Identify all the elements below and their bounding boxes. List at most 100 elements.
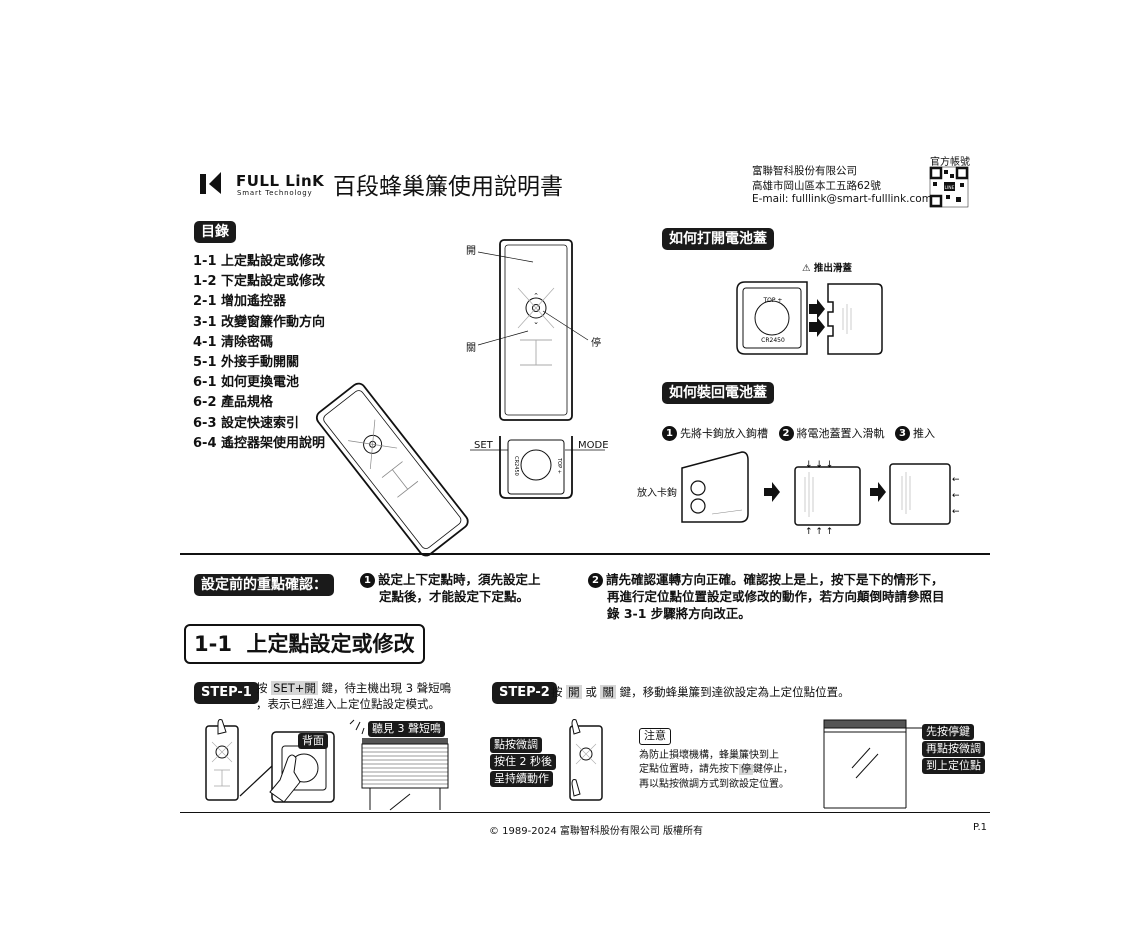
- battery-close-illustration: ↓ ↓ ↓ ↑ ↑ ↑ ← ← ←: [681, 451, 960, 537]
- mode-callout: MODE: [578, 440, 609, 451]
- stop-callout: 停: [591, 338, 601, 349]
- toc-item[interactable]: 6-3 設定快速索引: [193, 415, 300, 431]
- company-email: E-mail: fulllink@smart-fulllink.com: [752, 193, 932, 205]
- open-key: 開: [566, 685, 582, 699]
- step-2-t3: 鍵，移動蜂巢簾到達欲設定為上定位點位置。: [619, 685, 850, 699]
- press-stop-chip: 先按停鍵: [922, 724, 974, 740]
- beep-label: 聽見 3 聲短鳴: [368, 721, 445, 737]
- qr-code-icon: LINE: [929, 166, 969, 208]
- remote-angled-illustration: [315, 382, 469, 557]
- reach-top-chip: 到上定位點: [922, 758, 985, 774]
- set-mode-lines: [470, 449, 605, 451]
- step-number: 1: [662, 426, 677, 441]
- note-2-line-1: 請先確認運轉方向正確。確認按上是上，按下是下的情形下，: [606, 572, 944, 587]
- section-divider: [180, 553, 990, 555]
- caution-line-2b: 鍵停止，: [753, 764, 793, 775]
- brand-name: FULL LinK: [236, 172, 325, 190]
- remote-back-press-illustration: [239, 731, 335, 803]
- caution-line-1: 為防止損壞機構，蜂巢簾快到上: [639, 749, 779, 761]
- slide-warning: ⚠ 推出滑蓋: [802, 260, 852, 274]
- battery-step-3: 推入: [913, 427, 935, 440]
- window-blind-illustration: [823, 719, 922, 809]
- caution-box: 注意 為防止損壞機構，蜂巢簾快到上 定點位置時，請先按下停鍵停止， 再以點按微調…: [639, 728, 819, 792]
- open-battery-label: CR2450: [761, 337, 785, 344]
- footer-divider: [180, 812, 990, 813]
- remote-press-illustration: [205, 719, 239, 801]
- svg-text:↑ ↑ ↑: ↑ ↑ ↑: [805, 527, 833, 537]
- caution-line-3: 再以點按微調方式到欲設定位置。: [639, 778, 789, 790]
- battery-open-heading: 如何打開電池蓋: [662, 228, 774, 250]
- step-2-text: 按 開 或 關 鍵，移動蜂巢簾到達欲設定為上定位點位置。: [551, 684, 850, 700]
- battery-close-heading: 如何裝回電池蓋: [662, 382, 774, 404]
- step-2-badge: STEP-2: [492, 682, 557, 704]
- back-label: 背面: [298, 733, 328, 749]
- page-title: 百段蜂巢簾使用說明書: [333, 174, 563, 200]
- battery-step-2: 將電池蓋置入滑軌: [796, 427, 885, 440]
- svg-text:⌄: ⌄: [533, 318, 539, 326]
- toc-list: 1-1 上定點設定或修改 1-2 下定點設定或修改 2-1 增加遙控器 3-1 …: [193, 252, 325, 454]
- logo-mark-icon: [200, 172, 221, 194]
- set-callout: SET: [474, 440, 493, 451]
- company-address: 高雄市岡山區本工五路62號: [752, 180, 881, 192]
- hold-2s-chip: 按住 2 秒後: [490, 754, 556, 770]
- set-open-key: SET+開: [271, 681, 318, 695]
- toc-heading: 目錄: [194, 221, 236, 243]
- toc-item[interactable]: 4-1 清除密碼: [193, 334, 274, 350]
- battery-open-illustration: TOP + CR2450: [736, 281, 883, 355]
- svg-text:←: ←: [952, 507, 960, 517]
- warning-icon: ⚠: [802, 263, 811, 274]
- note-1-line-2: 定點後，才能設定下定點。: [379, 589, 530, 604]
- toc-item[interactable]: 6-2 產品規格: [193, 395, 274, 411]
- remote-front-illustration: ⌃ ⌄: [499, 239, 573, 421]
- company-name: 富聯智科股份有限公司: [752, 165, 857, 177]
- toc-item[interactable]: 3-1 改變窗簾作動方向: [193, 314, 326, 330]
- toc-item[interactable]: 6-1 如何更換電池: [193, 375, 300, 391]
- close-callout: 關: [466, 343, 476, 354]
- section-title: 1-1 上定點設定或修改: [184, 624, 425, 664]
- note-2-line-2: 再進行定位點位置設定或修改的動作，若方向顛倒時請參照目: [607, 589, 945, 604]
- svg-text:↓ ↓ ↓: ↓ ↓ ↓: [805, 460, 833, 470]
- toc-item[interactable]: 5-1 外接手動開關: [193, 354, 300, 370]
- callout-lines: [477, 251, 589, 346]
- open-callout: 開: [466, 246, 476, 257]
- continuous-chip: 呈持續動作: [490, 771, 553, 787]
- note-number: 2: [588, 573, 603, 588]
- caution-line-2: 定點位置時，請先按下停鍵停止，: [639, 763, 819, 778]
- brand-subtitle: Smart Technology: [237, 189, 313, 197]
- note-2-line-3: 錄 3-1 步驟將方向改正。: [607, 606, 751, 621]
- note-number: 1: [360, 573, 375, 588]
- svg-text:←: ←: [952, 491, 960, 501]
- back-top-label: TOP +: [556, 457, 562, 474]
- remote-step2-illustration: [569, 719, 603, 801]
- qr-line-label: LINE: [944, 185, 954, 191]
- blind-illustration: [349, 719, 449, 811]
- toc-item[interactable]: 1-2 下定點設定或修改: [193, 274, 326, 290]
- official-account-label: 官方帳號: [930, 157, 970, 168]
- pre-setup-label: 設定前的重點確認：: [194, 574, 334, 596]
- step-2-t2: 或: [585, 685, 597, 699]
- close-key: 關: [600, 685, 616, 699]
- step-1-badge: STEP-1: [194, 682, 259, 704]
- caution-title: 注意: [639, 728, 671, 745]
- step-2-t1: 按: [551, 685, 563, 699]
- toc-item[interactable]: 6-4 遙控器架使用說明: [193, 435, 326, 451]
- copyright: © 1989-2024 富聯智科股份有限公司 版權所有: [489, 826, 704, 837]
- battery-step-1: 先將卡鉤放入鉤槽: [680, 427, 768, 440]
- toc-item[interactable]: 2-1 增加遙控器: [193, 294, 287, 310]
- caution-line-2a: 定點位置時，請先按下: [639, 764, 739, 775]
- step-1-t1: 按: [256, 681, 268, 695]
- toc-item[interactable]: 1-1 上定點設定或修改: [193, 254, 326, 269]
- tap-adjust-again-chip: 再點按微調: [922, 741, 985, 757]
- stop-key: 停: [739, 764, 753, 775]
- svg-text:←: ←: [952, 475, 960, 485]
- warning-text: 推出滑蓋: [813, 263, 852, 274]
- tap-adjust-chip: 點按微調: [490, 737, 542, 753]
- remote-back-illustration: CR2450 TOP +: [499, 436, 573, 499]
- step-1-t2: 鍵，待主機出現 3 聲短鳴: [321, 681, 452, 695]
- step-1-text: 按 SET+開 鍵，待主機出現 3 聲短鳴 ，表示已經進入上定位點設定模式。: [256, 680, 451, 712]
- open-top-label: TOP +: [763, 297, 783, 304]
- svg-text:⌃: ⌃: [533, 292, 539, 300]
- back-battery-label: CR2450: [513, 456, 519, 476]
